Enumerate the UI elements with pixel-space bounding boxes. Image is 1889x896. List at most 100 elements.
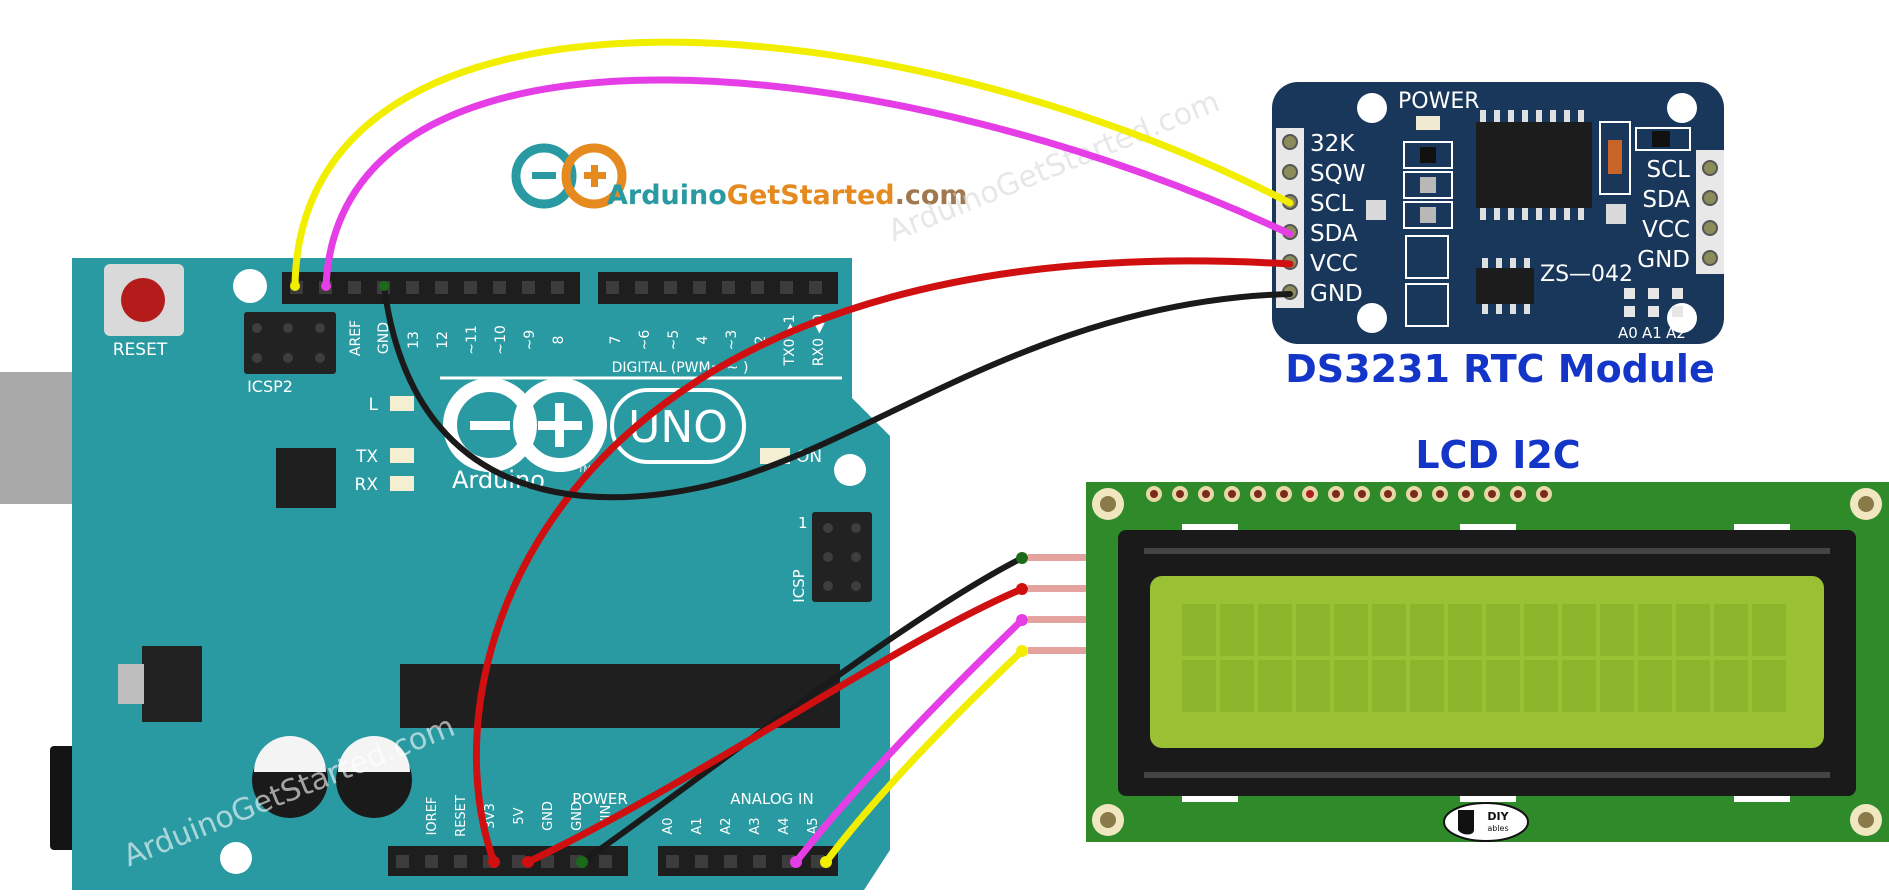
lcd-cell	[1182, 660, 1216, 712]
bezel-line	[1144, 772, 1830, 778]
lcd-cell	[1258, 660, 1292, 712]
wire-endpoints	[290, 281, 1028, 868]
arduino-logo: UNO Arduino TM	[443, 378, 746, 494]
rtc-left-pin-label: GND	[1310, 281, 1363, 307]
lcd-cell	[1524, 660, 1558, 712]
wires	[291, 38, 1294, 866]
lcd-pin-center	[1280, 490, 1288, 498]
chip-leg	[1536, 110, 1542, 122]
analog-pin-label: A3	[748, 817, 763, 834]
diyables-top: DIY	[1487, 810, 1509, 823]
aref-label: AREF	[348, 320, 364, 356]
mount-hole-center	[1858, 812, 1874, 828]
lcd-cell	[1258, 604, 1292, 656]
reset-label: RESET	[113, 340, 168, 360]
reset-button-cap[interactable]	[121, 278, 165, 322]
rtc-pin	[1702, 160, 1718, 176]
header-pin	[348, 281, 361, 294]
power-pin-label: GND	[541, 801, 556, 831]
bottom-header-pins	[396, 855, 824, 868]
lcd-cell	[1334, 660, 1368, 712]
header-pin	[666, 855, 679, 868]
rtc-right-pin-label: GND	[1637, 247, 1690, 273]
mount-hole	[1357, 93, 1387, 123]
at24c32-eeprom	[1476, 258, 1534, 314]
chip-leg	[1536, 208, 1542, 220]
smd-resistor	[1403, 141, 1453, 169]
lcd-cell	[1410, 604, 1444, 656]
chip-leg	[1496, 304, 1502, 314]
mount-hole	[834, 454, 866, 486]
lcd-pin-center	[1462, 490, 1470, 498]
power-header	[388, 846, 628, 876]
smd-resistor	[1403, 201, 1453, 229]
analog-pin-label: A1	[690, 817, 705, 834]
lcd-pin-center	[1306, 490, 1314, 498]
lcd-cell	[1638, 604, 1672, 656]
header-pin	[751, 281, 764, 294]
rtc-pin	[1702, 220, 1718, 236]
header-pin	[693, 281, 706, 294]
analog-label: ANALOG IN	[730, 790, 813, 808]
header-pin	[396, 855, 409, 868]
digital-pin-label: ~3	[724, 330, 740, 351]
mount-hole	[1357, 303, 1387, 333]
chip-leg	[1494, 110, 1500, 122]
digital-pin-label: ~5	[666, 330, 682, 351]
lcd-cell	[1562, 604, 1596, 656]
rtc-left-header	[1276, 128, 1304, 308]
logo-loop-left	[511, 143, 577, 209]
power-pin-label: IOREF	[425, 797, 440, 836]
header-pin	[635, 281, 648, 294]
header-pin	[722, 281, 735, 294]
transistor	[1652, 131, 1670, 147]
header-pin	[454, 855, 467, 868]
logo-text: ArduinoGetStarted.com	[607, 180, 968, 211]
digital-header-pins	[290, 281, 822, 294]
logo-plus-v	[591, 165, 598, 187]
smd-part	[1420, 177, 1436, 193]
logo-minus	[532, 172, 556, 179]
diyables-bottom: ables	[1487, 824, 1508, 833]
diyables-logo: DIY ables	[1443, 802, 1529, 842]
address-label: A0	[1618, 324, 1638, 342]
chip-leg	[1524, 258, 1530, 268]
tx-led	[390, 448, 414, 463]
lcd-cell	[1486, 660, 1520, 712]
capacitor	[252, 736, 328, 818]
rtc-left-pin-label: VCC	[1310, 251, 1358, 277]
rtc-module-title: DS3231 RTC Module	[1285, 347, 1714, 391]
tm-label: TM	[577, 465, 591, 475]
header-pin	[522, 281, 535, 294]
chip-leg	[1482, 304, 1488, 314]
digital-pin-label: ~10	[493, 325, 509, 355]
lcd-cell	[1638, 660, 1672, 712]
logo-loop-right	[561, 143, 627, 209]
lcd-cell	[1524, 604, 1558, 656]
icsp2-label: ICSP2	[247, 377, 293, 396]
vcc-wire-lcd	[524, 585, 1026, 866]
gnd-wire-rtc	[381, 283, 1293, 501]
header-pin	[780, 281, 793, 294]
lcd-pin-center	[1254, 490, 1262, 498]
mount-hole	[220, 842, 252, 874]
chip-leg	[1496, 258, 1502, 268]
rtc-power-label: POWER	[1398, 89, 1480, 114]
lcd-cell	[1182, 604, 1216, 656]
digital-pin-label: ~11	[464, 325, 480, 355]
arduinogetstarted-logo: ArduinoGetStarted.com	[511, 143, 968, 211]
rx-led	[390, 476, 414, 491]
rtc-left-pin-label: SCL	[1310, 191, 1354, 217]
header-pin	[512, 855, 525, 868]
scl-wire-rtc	[291, 38, 1294, 290]
mount-hole-center	[1100, 812, 1116, 828]
lcd-pin-center	[1488, 490, 1496, 498]
chip-leg	[1480, 208, 1486, 220]
power-pin-label: RESET	[454, 795, 469, 837]
lcd-cell	[1562, 660, 1596, 712]
regulator-tab	[118, 664, 144, 704]
